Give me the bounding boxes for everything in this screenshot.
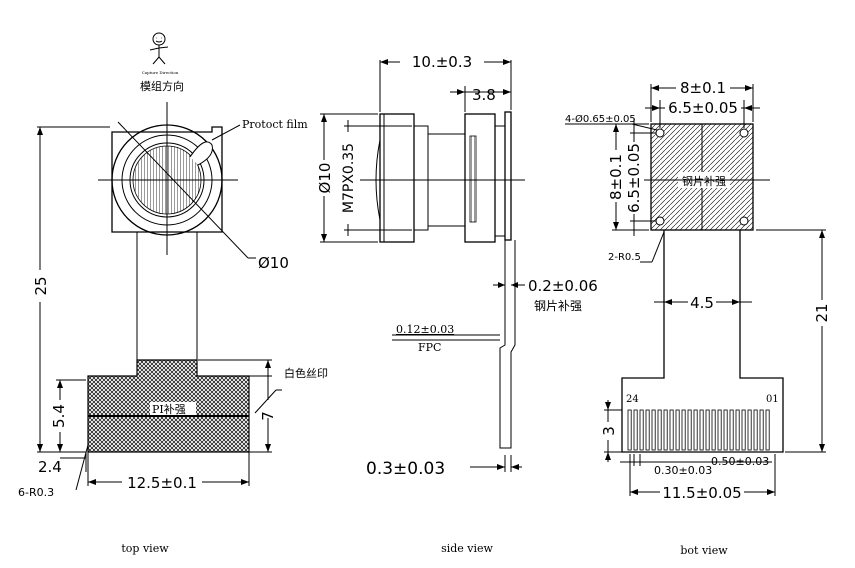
dim-6-r: 6-R0.3 <box>18 486 54 499</box>
top-length-dim: 25 <box>32 276 50 295</box>
gold-finger-pin <box>711 409 716 451</box>
gold-finger-pin <box>741 409 746 451</box>
top-view-caption: top view <box>121 542 169 555</box>
stiffener-height-dim: 5.4 <box>50 404 68 428</box>
top-view: Capture Direction 模组方向 Protoct film Ø10 … <box>18 32 328 555</box>
gold-finger-pin <box>651 409 656 451</box>
gold-finger-pin <box>717 409 722 451</box>
gold-finger-pin <box>729 409 734 451</box>
gold-finger-pin <box>663 409 668 451</box>
bot-8-dim: 8±0.1 <box>680 79 726 97</box>
diameter-leader <box>117 121 249 259</box>
gold-finger-pin <box>753 409 758 451</box>
gold-finger-pin <box>669 409 674 451</box>
side-0-2-dim: 0.2±0.06 <box>528 277 598 295</box>
bot-3-dim: 3 <box>600 426 618 436</box>
fpc-label: FPC <box>418 341 441 354</box>
gold-finger-pin <box>699 409 704 451</box>
capture-direction-label: 模组方向 <box>140 79 184 93</box>
capture-direction-icon: Capture Direction <box>142 32 179 75</box>
pin-01-label: 01 <box>766 394 779 405</box>
gold-finger-pin <box>645 409 650 451</box>
side-view: 10.±0.3 3.8 Ø10 M7PX0.35 0.2±0.06 钢片补强 0… <box>314 50 598 555</box>
dim-2-4: 2.4 <box>38 458 62 476</box>
lens-holder <box>464 113 496 243</box>
gold-finger-pin <box>675 409 680 451</box>
bot-vert-6-5-dim: 6.5±0.05 <box>625 143 643 213</box>
gold-finger-pin <box>657 409 662 451</box>
gold-finger-pin <box>705 409 710 451</box>
bot-view: 钢片补强 8±0.1 6.5±0.05 4-Ø0.65±0.05 8±0.1 6… <box>565 78 832 557</box>
side-0-3-dim: 0.3±0.03 <box>366 459 445 479</box>
bot-fpc-tail <box>621 230 784 453</box>
gold-fingers <box>627 409 770 451</box>
side-thread-dim: M7PX0.35 <box>341 143 357 213</box>
side-total-dim: 10.±0.3 <box>412 53 472 71</box>
steel-stiffener-label: 钢片补强 <box>534 299 582 313</box>
bot-6-5-dim: 6.5±0.05 <box>668 99 738 117</box>
bot-4-5-dim: 4.5 <box>690 294 714 312</box>
bot-0-50-dim: 0.50±0.03 <box>711 455 769 468</box>
side-diameter-dim: Ø10 <box>316 163 334 194</box>
gold-finger-pin <box>627 409 632 451</box>
gold-finger-pin <box>723 409 728 451</box>
gold-finger-pin <box>681 409 686 451</box>
dim-12-5: 12.5±0.1 <box>127 474 197 492</box>
gold-finger-pin <box>735 409 740 451</box>
gold-finger-pin <box>759 409 764 451</box>
lens-barrel <box>379 113 415 243</box>
fpc-strip <box>499 240 516 449</box>
gold-finger-pin <box>693 409 698 451</box>
side-3-8-dim: 3.8 <box>472 86 496 104</box>
gold-finger-pin <box>765 409 770 451</box>
pi-stiffener-label: PI补强 <box>152 403 186 416</box>
bot-view-caption: bot view <box>680 544 728 557</box>
bot-2r-label: 2-R0.5 <box>608 252 641 263</box>
gold-finger-pin <box>633 409 638 451</box>
top-right-7-dim: 7 <box>259 411 277 421</box>
lens-diameter-label: Ø10 <box>258 254 289 272</box>
bot-steel-label: 钢片补强 <box>682 175 726 188</box>
protect-film-tab <box>189 141 213 166</box>
capture-icon-caption: Capture Direction <box>142 70 179 75</box>
pin-24-label: 24 <box>626 394 639 405</box>
gold-finger-pin <box>687 409 692 451</box>
bot-vert-8-dim: 8±0.1 <box>607 154 625 200</box>
protect-film-label: Protoct film <box>242 118 308 131</box>
gold-finger-pin <box>747 409 752 451</box>
side-view-caption: side view <box>441 542 493 555</box>
lens-holder-outline <box>111 126 223 233</box>
bot-21-dim: 21 <box>813 303 831 322</box>
bot-0-30-dim: 0.30±0.03 <box>654 464 712 477</box>
gold-finger-pin <box>639 409 644 451</box>
bot-holes-label: 4-Ø0.65±0.05 <box>565 113 636 125</box>
bot-11-5-dim: 11.5±0.05 <box>662 484 741 502</box>
steel-plate <box>504 111 512 241</box>
white-silk-label: 白色丝印 <box>284 366 328 380</box>
fpc-thickness-label: 0.12±0.03 <box>396 323 454 336</box>
